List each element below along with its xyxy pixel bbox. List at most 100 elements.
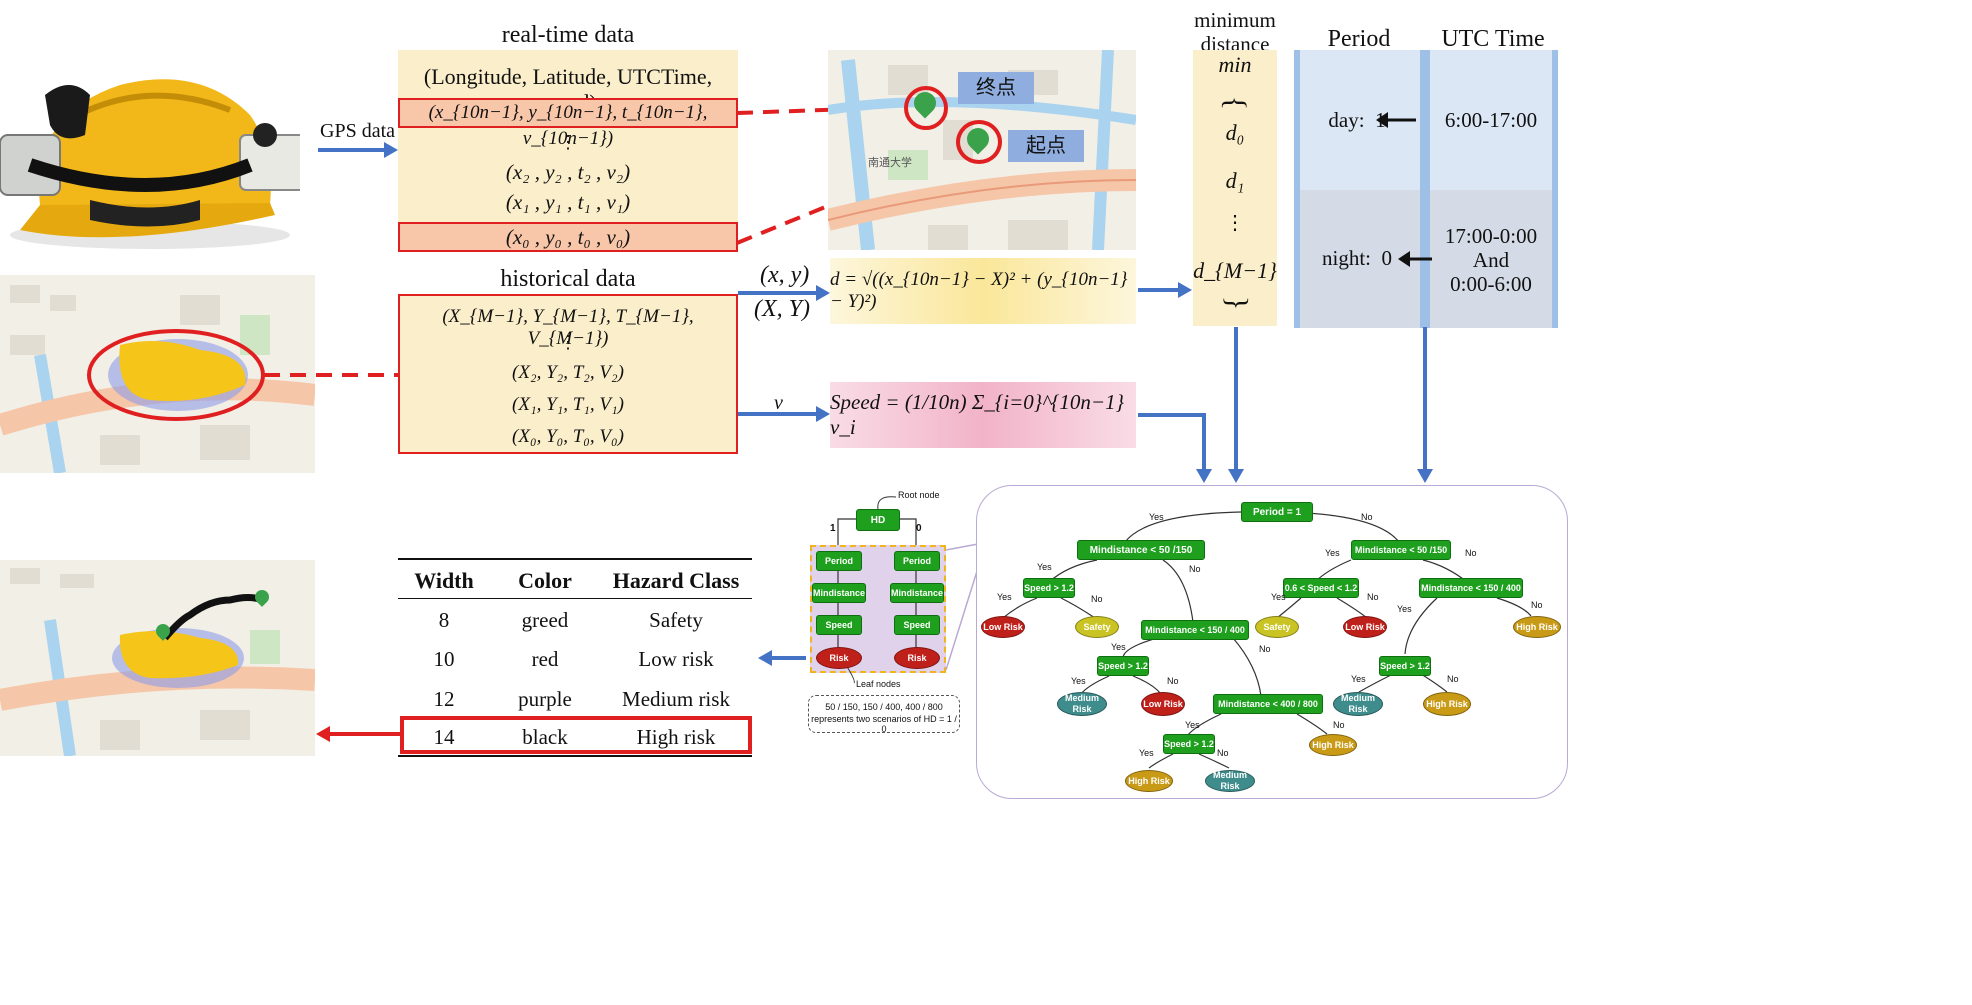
- high-risk-highlight: [400, 716, 752, 754]
- historical-row-0: (X₀, Y₀, T₀, V₀): [512, 426, 624, 447]
- mini-footnote-1: 50 / 150, 150 / 400, 400 / 800: [825, 702, 943, 712]
- helmet-image: [0, 79, 300, 249]
- dt-node-speed-c: Speed > 1.2: [1163, 734, 1215, 754]
- dt-root-node: Period = 1: [1241, 502, 1313, 522]
- hazard-cell: greed: [521, 608, 569, 632]
- mini-branch-right: 0: [916, 523, 922, 534]
- mini-footnote-2: represents two scenarios of HD = 1 / 0: [811, 714, 957, 734]
- min-distance-panel: min { d₀ d₁ ⋮ d_{M−1} {: [1193, 50, 1277, 326]
- dt-yes-label: Yes: [1271, 592, 1286, 602]
- dt-yes-label: Yes: [1149, 512, 1164, 522]
- dt-leaf-safety: Safety: [1255, 616, 1299, 638]
- dt-yes-label: Yes: [1325, 548, 1340, 558]
- dt-leaf-medium-risk: Medium Risk: [1205, 770, 1255, 792]
- min-label: min: [1218, 52, 1252, 77]
- mini-branch-left: 1: [830, 523, 836, 534]
- dt-node-md50-right: Mindistance < 50 /150: [1351, 540, 1451, 560]
- hazard-header-color: Color: [518, 568, 572, 593]
- hazard-cell: 10: [433, 647, 455, 671]
- dt-yes-label: Yes: [1139, 748, 1154, 758]
- mini-period-node-left: Period: [816, 551, 862, 571]
- hazard-table: Width Color Hazard Class 8 greed Safety …: [398, 558, 752, 758]
- start-marker-icon: [956, 120, 1002, 164]
- mini-risk-leaf-right: Risk: [894, 647, 940, 669]
- min-distance-title-1: minimum: [1194, 8, 1276, 32]
- distance-formula-box: d = √((x_{10n−1} − X)² + (y_{10n−1} − Y)…: [830, 258, 1136, 324]
- mini-speed-node-right: Speed: [894, 615, 940, 635]
- hazard-cell: 8: [438, 608, 450, 632]
- hazard-cell: 14: [433, 725, 455, 749]
- night-arrow: [1398, 251, 1432, 267]
- dt-leaf-low-risk: Low Risk: [1343, 616, 1387, 638]
- arrow-label-XY: (X, Y): [754, 296, 810, 322]
- dt-leaf-high-risk: High Risk: [1423, 692, 1471, 716]
- dt-no-label: No: [1367, 592, 1379, 602]
- mini-period-node-right: Period: [894, 551, 940, 571]
- dt-no-label: No: [1189, 564, 1201, 574]
- dt-leaf-high-risk: High Risk: [1513, 616, 1561, 638]
- hazard-header-class: Hazard Class: [612, 568, 740, 593]
- historical-row-1: (X₁, Y₁, T₁, V₁): [512, 394, 624, 415]
- dt-yes-label: Yes: [1351, 674, 1366, 684]
- tree-to-table-arrow: [758, 650, 806, 666]
- dt-leaf-high-risk: High Risk: [1125, 770, 1173, 792]
- mini-risk-leaf-left: Risk: [816, 647, 862, 669]
- historical-row-2: (X₂, Y₂, T₂, V₂): [512, 362, 624, 383]
- speed-formula: Speed = (1/10n) Σ_{i=0}^{10n−1} v_i: [830, 390, 1124, 439]
- dt-node-md150-left: Mindistance < 150 / 400: [1141, 620, 1249, 640]
- end-label: 终点: [958, 72, 1034, 104]
- dt-no-label: No: [1217, 748, 1229, 758]
- realtime-row-last: (x_{10n−1}, y_{10n−1}, t_{10n−1}, v_{10n…: [398, 98, 738, 149]
- result-map: [0, 560, 315, 756]
- dt-no-label: No: [1091, 594, 1103, 604]
- start-label: 起点: [1008, 130, 1084, 162]
- dt-node-md150-right: Mindistance < 150 / 400: [1419, 578, 1523, 598]
- mini-root-node: HD: [856, 509, 900, 531]
- utc-col-title: UTC Time: [1441, 26, 1545, 52]
- dt-no-label: No: [1531, 600, 1543, 610]
- hazard-cell: High risk: [636, 725, 716, 749]
- dt-leaf-low-risk: Low Risk: [981, 616, 1025, 638]
- hazard-cell: Safety: [649, 608, 703, 632]
- brace-bottom: {: [1218, 295, 1251, 311]
- hazard-cell: purple: [518, 687, 572, 711]
- dt-no-label: No: [1361, 512, 1373, 522]
- hazard-cell: red: [531, 647, 559, 671]
- distance-arrow: [738, 285, 830, 301]
- gps-data-label: GPS data: [320, 120, 395, 142]
- dt-no-label: No: [1259, 644, 1271, 654]
- min-item-dots: ⋮: [1225, 212, 1245, 234]
- historical-row-last: (X_{M−1}, Y_{M−1}, T_{M−1}, V_{M−1}): [442, 306, 694, 349]
- speed-formula-box: Speed = (1/10n) Σ_{i=0}^{10n−1} v_i: [830, 382, 1136, 448]
- period-table: day: 1 6:00-17:00 night: 0 17:00-0:00 An…: [1294, 50, 1558, 328]
- dt-no-label: No: [1465, 548, 1477, 558]
- dt-yes-label: Yes: [997, 592, 1012, 602]
- night-time-1: 17:00-0:00: [1444, 224, 1538, 248]
- arrow-label-v: v: [774, 392, 783, 414]
- brace-top: {: [1219, 95, 1252, 111]
- mini-speed-node-left: Speed: [816, 615, 862, 635]
- dt-node-speed-b: Speed > 1.2: [1097, 656, 1149, 676]
- realtime-row-dots: ⋮: [559, 132, 577, 152]
- dt-yes-label: Yes: [1185, 720, 1200, 730]
- dt-node-md400: Mindistance < 400 / 800: [1213, 694, 1323, 714]
- night-time-3: 0:00-6:00: [1450, 272, 1532, 296]
- day-arrow: [1376, 112, 1416, 128]
- realtime-row-2: (x₂ , y₂ , t₂ , v₂): [505, 160, 631, 184]
- realtime-title: real-time data: [501, 22, 635, 48]
- realtime-map: 南通大学 终点 起点: [828, 50, 1136, 250]
- arrow-label-xy: (x, y): [760, 262, 810, 288]
- dt-node-md50-left: Mindistance < 50 /150: [1077, 540, 1205, 560]
- speed-arrow: [738, 406, 830, 422]
- formula-to-min-arrow: [1138, 282, 1192, 298]
- mini-mindist-node-right: Mindistance: [890, 583, 944, 603]
- dt-no-label: No: [1447, 674, 1459, 684]
- night-label: night: 0: [1321, 246, 1392, 270]
- min-item-0: d₀: [1225, 120, 1245, 145]
- realtime-row-0: (x₀ , y₀ , t₀ , v₀): [398, 222, 738, 252]
- dt-yes-label: Yes: [1037, 562, 1052, 572]
- campus-label: 南通大学: [868, 157, 912, 169]
- min-item-last: d_{M−1}: [1193, 258, 1277, 283]
- table-to-map-arrow: [316, 726, 400, 742]
- period-col-title: Period: [1327, 26, 1391, 52]
